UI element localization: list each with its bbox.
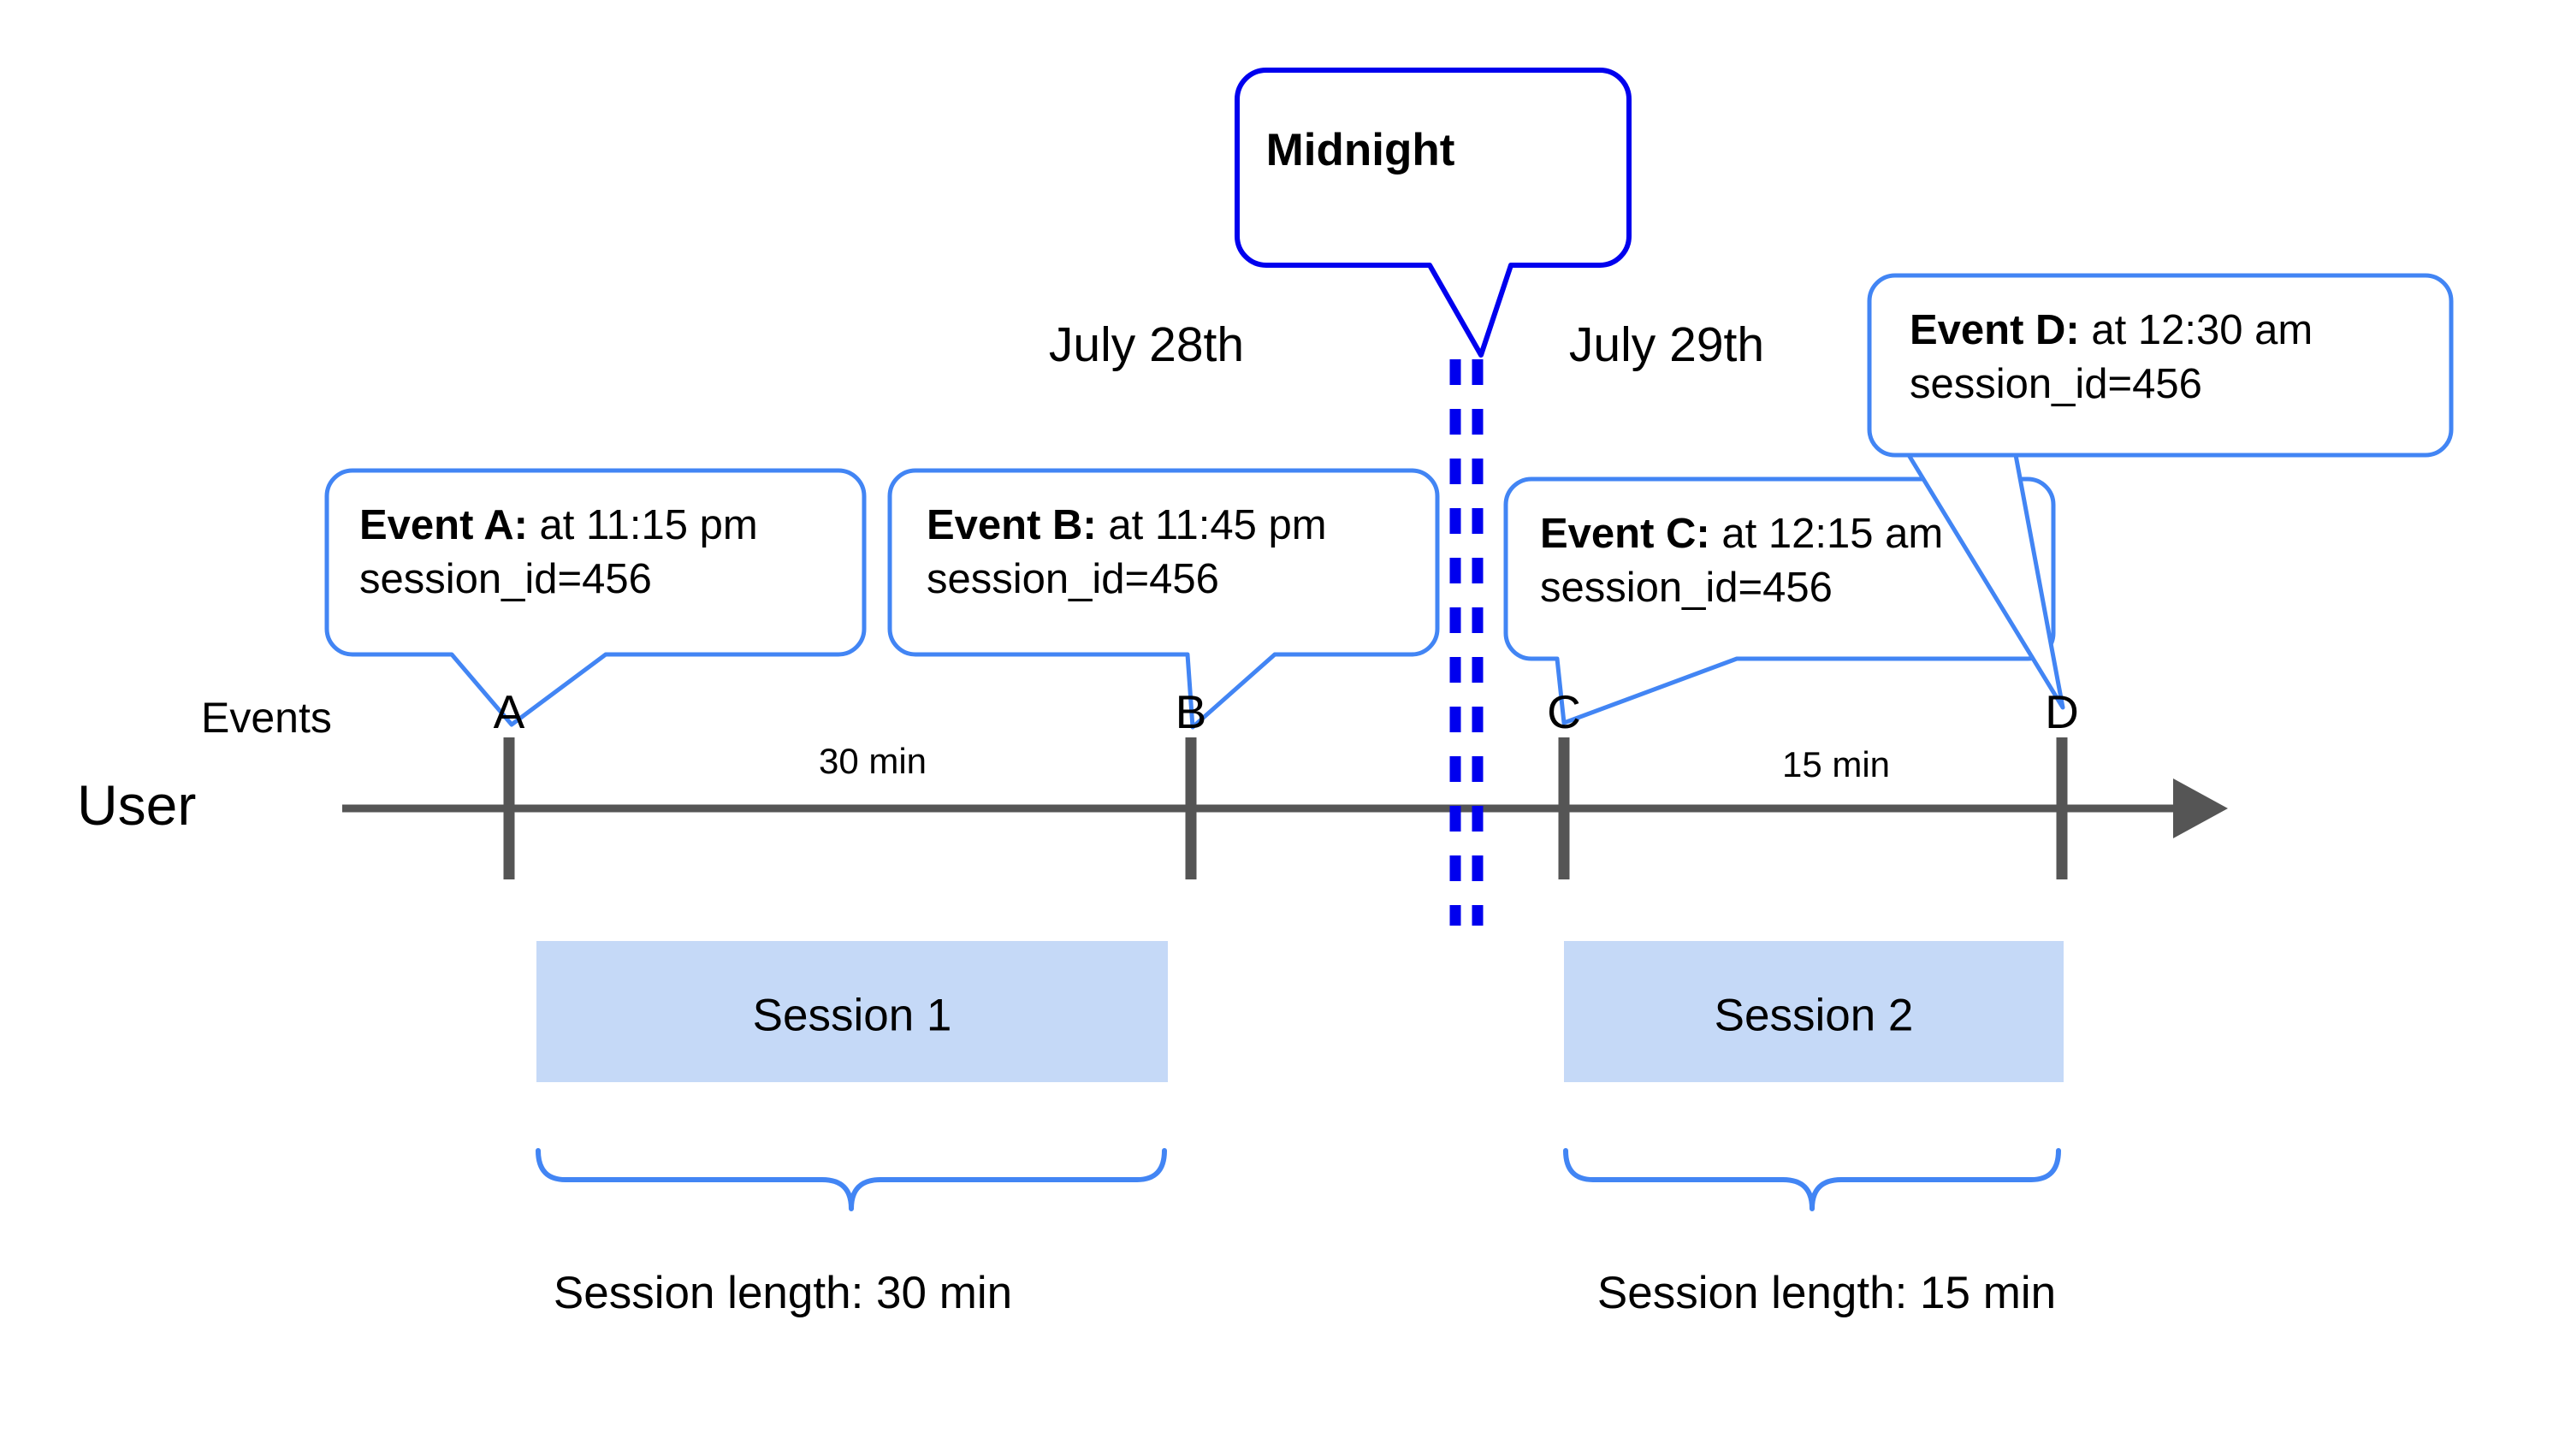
duration-label-30min: 30 min (818, 741, 927, 781)
marker-label-a: A (493, 685, 525, 738)
event-d-title: Event D: (1910, 307, 2080, 353)
timeline-markers (503, 737, 2068, 879)
event-c-session-id: session_id=456 (1540, 564, 1833, 611)
event-d-callout-text: Event D: at 12:30 am session_id=456 (1910, 304, 2313, 411)
timeline-axis (342, 778, 2228, 838)
marker-label-c: C (1547, 685, 1581, 738)
session-2-bar (1564, 941, 2064, 1082)
marker-label-b: B (1175, 685, 1207, 738)
marker-label-d: D (2045, 685, 2079, 738)
session-2-label: Session 2 (1714, 990, 1914, 1041)
day-label-july-28: July 28th (1048, 317, 1245, 372)
day-label-july-29: July 29th (1568, 317, 1765, 372)
event-a-session-id: session_id=456 (359, 555, 652, 602)
session-1-brace (536, 1148, 1167, 1211)
event-a-callout-text: Event A: at 11:15 pm session_id=456 (359, 499, 758, 606)
event-a-title: Event A: (359, 502, 528, 548)
event-d-session-id: session_id=456 (1910, 360, 2202, 407)
event-d-callout-shape (1867, 273, 2454, 710)
event-b-callout-shape (887, 468, 1440, 730)
session-bars (536, 941, 2064, 1082)
midnight-divider (1449, 359, 1484, 926)
event-d-time: at 12:30 am (2079, 307, 2313, 353)
event-c-callout-shape (1503, 476, 2056, 725)
session-2-brace (1563, 1148, 2061, 1211)
event-a-time: at 11:15 pm (527, 502, 758, 548)
event-b-callout-text: Event B: at 11:45 pm session_id=456 (927, 499, 1327, 606)
event-b-time: at 11:45 pm (1096, 502, 1327, 548)
session-1-length-label: Session length: 30 min (553, 1268, 1013, 1318)
event-c-time: at 12:15 am (1709, 511, 1944, 557)
midnight-callout-shape (1235, 68, 1632, 358)
session-braces (536, 1148, 2061, 1211)
midnight-callout-label: Midnight (1265, 125, 1455, 175)
event-b-title: Event B: (927, 502, 1097, 548)
event-c-callout-text: Event C: at 12:15 am session_id=456 (1540, 507, 1943, 614)
row-label-events: Events (201, 694, 332, 742)
session-2-length-label: Session length: 15 min (1596, 1268, 2057, 1318)
event-c-title: Event C: (1540, 511, 1710, 557)
duration-label-15min: 15 min (1781, 744, 1891, 784)
event-a-callout-shape (324, 468, 867, 727)
row-label-user: User (77, 773, 197, 837)
session-1-label: Session 1 (752, 990, 952, 1041)
session-1-bar (536, 941, 1168, 1082)
event-b-session-id: session_id=456 (927, 555, 1219, 602)
